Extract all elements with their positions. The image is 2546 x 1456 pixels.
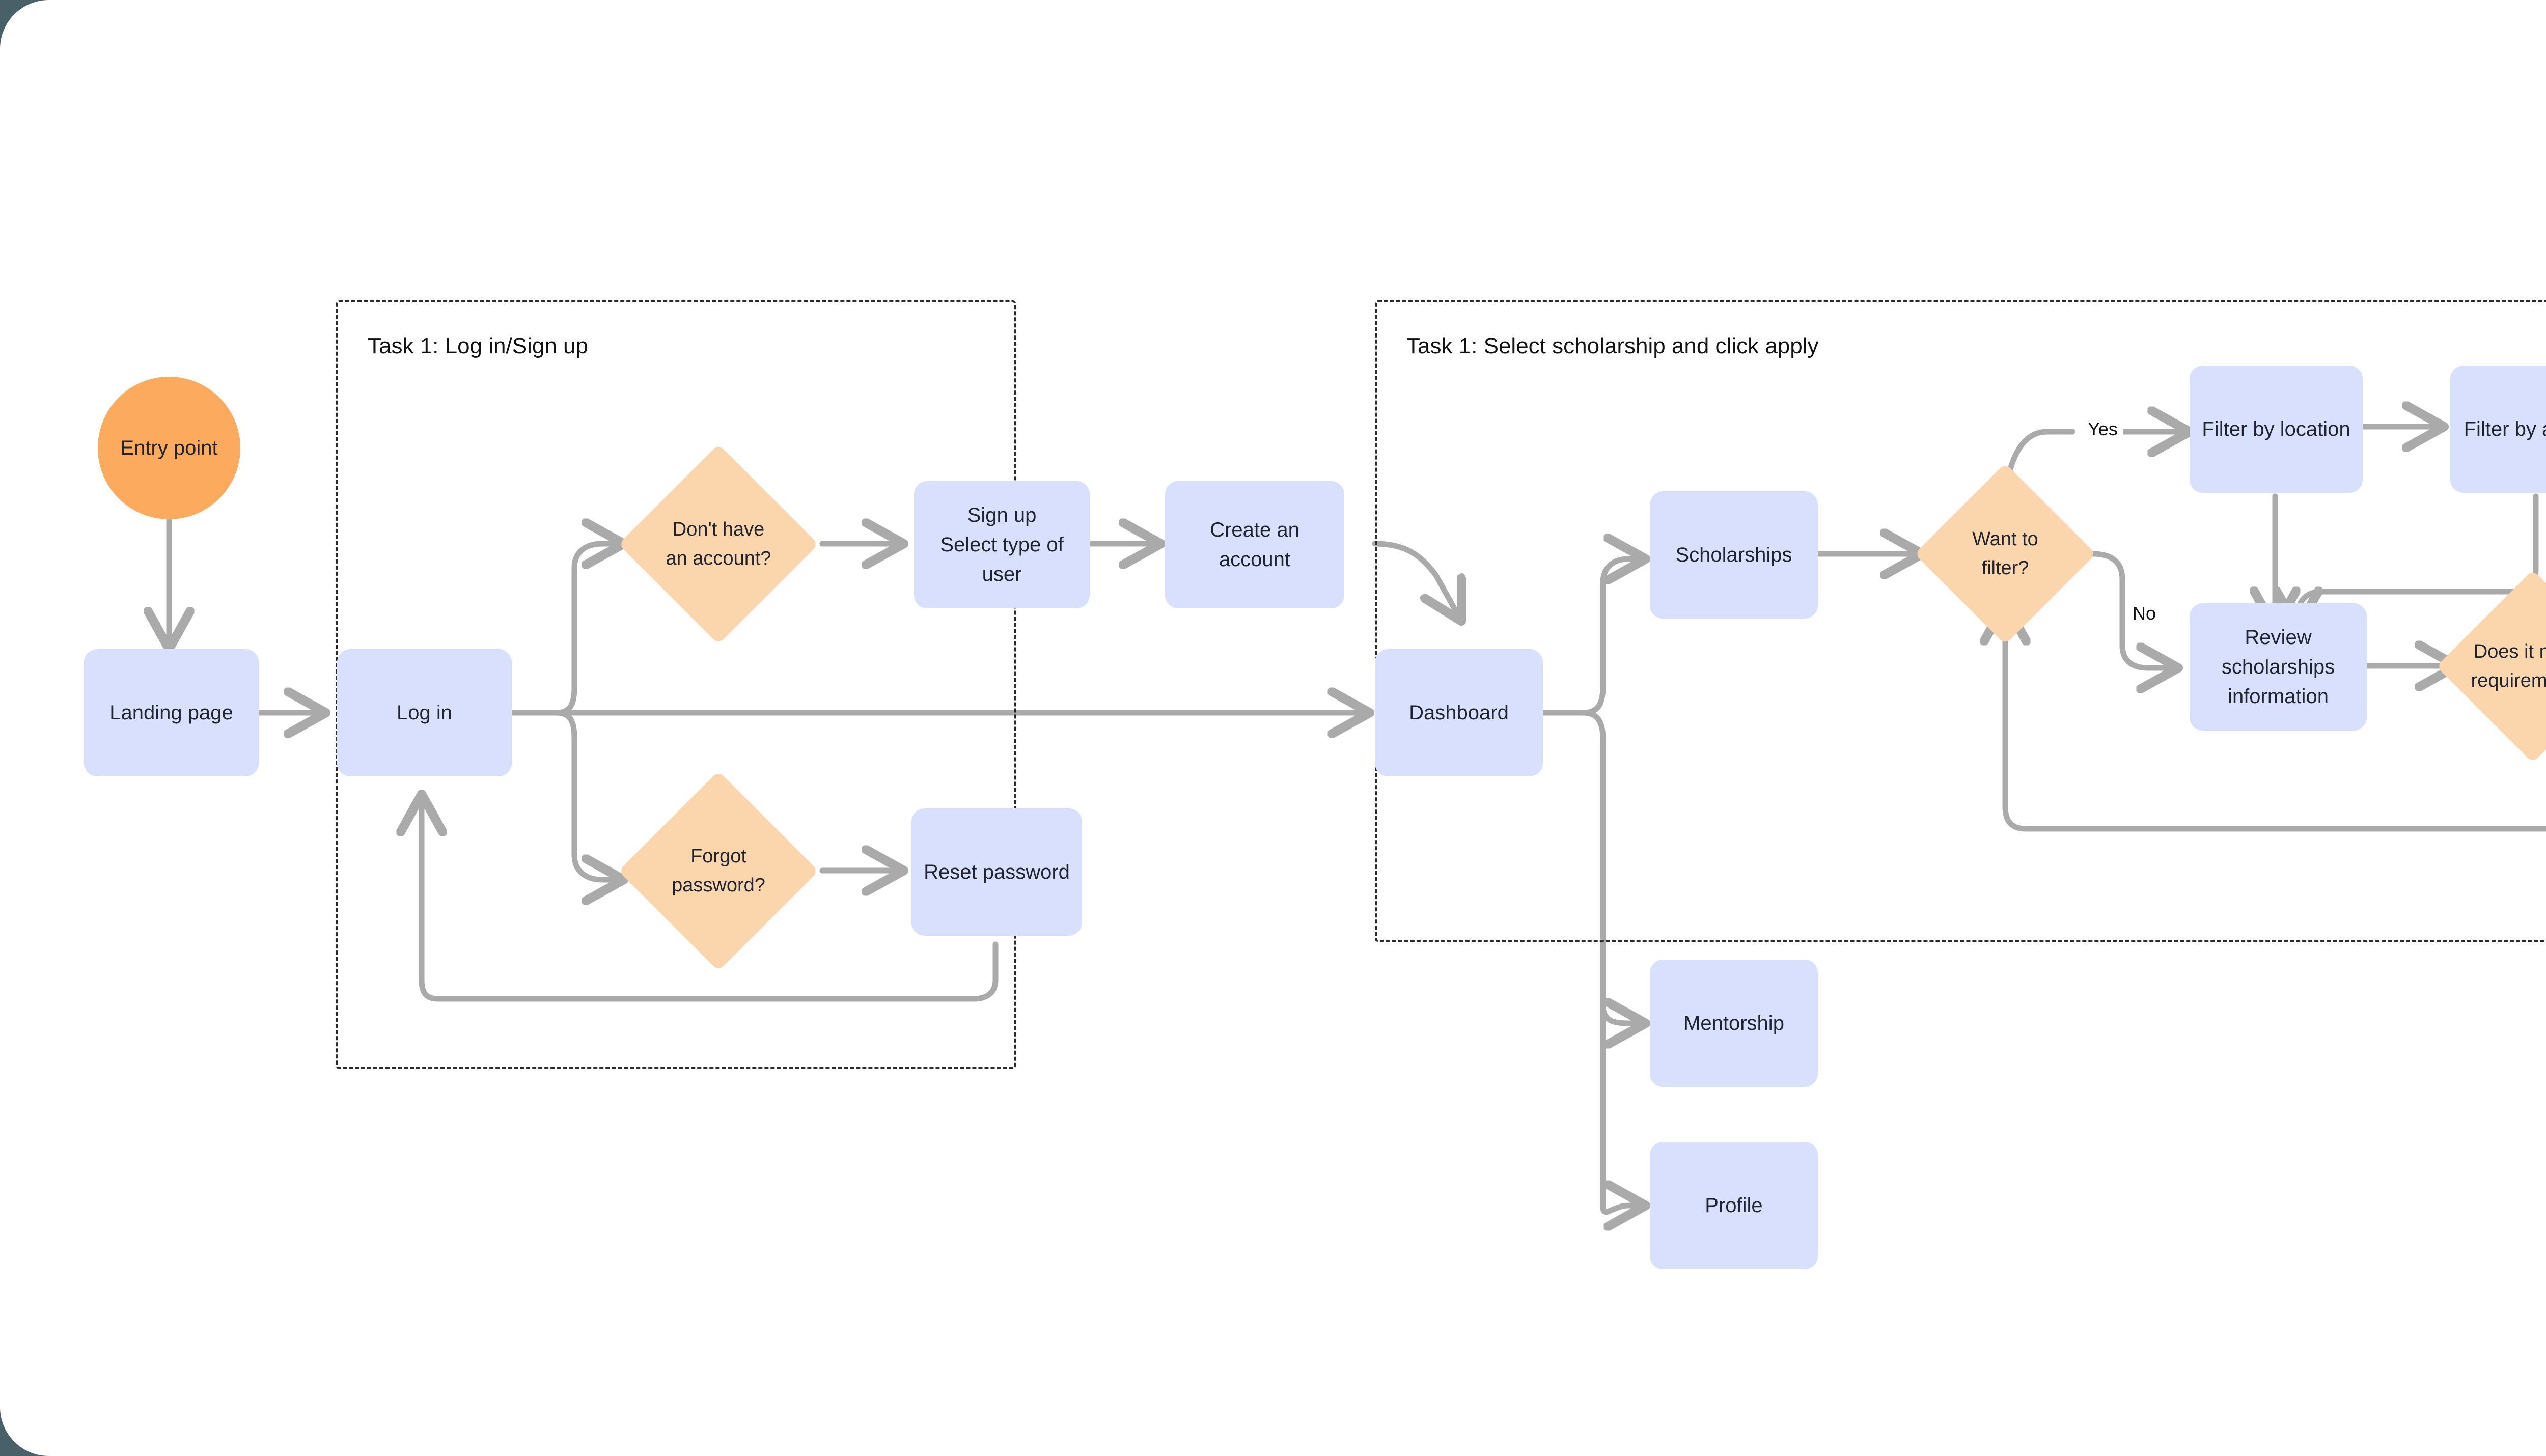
- node-sign-up-line1: Sign up: [967, 504, 1037, 526]
- node-landing-page[interactable]: Landing page: [84, 649, 259, 776]
- match-requirements-line2: requirements?: [2471, 670, 2546, 691]
- node-no-account[interactable]: Don't have an account?: [618, 444, 819, 645]
- node-review-scholarships[interactable]: Review scholarships information: [2190, 603, 2367, 731]
- want-to-filter-line2: filter?: [1981, 557, 2029, 579]
- node-mentorship[interactable]: Mentorship: [1650, 960, 1818, 1087]
- match-requirements-label: Does it match requirements?: [2465, 598, 2546, 735]
- forgot-password-line2: password?: [672, 875, 765, 896]
- group-task-1-title: Task 1: Log in/Sign up: [368, 333, 588, 358]
- node-log-in[interactable]: Log in: [337, 649, 512, 776]
- forgot-password-line1: Forgot: [690, 846, 746, 867]
- node-review-line1: Review: [2245, 626, 2312, 649]
- node-reset-password[interactable]: Reset password: [911, 808, 1082, 936]
- group-task-2-title: Task 1: Select scholarship and click app…: [1406, 333, 1819, 358]
- node-dashboard[interactable]: Dashboard: [1375, 649, 1543, 776]
- node-profile[interactable]: Profile: [1650, 1142, 1818, 1269]
- no-account-label: Don't have an account?: [648, 473, 789, 615]
- want-to-filter-line1: Want to: [1972, 528, 2038, 550]
- forgot-password-label: Forgot password?: [648, 800, 789, 942]
- node-sign-up[interactable]: Sign up Select type of user: [914, 481, 1090, 608]
- node-entry-point[interactable]: Entry point: [98, 377, 240, 519]
- node-filter-by-amount[interactable]: Filter by amount: [2450, 366, 2546, 493]
- node-filter-by-location[interactable]: Filter by location: [2190, 366, 2363, 493]
- edge-label-filter-yes: Yes: [2083, 417, 2123, 441]
- no-account-line2: an account?: [666, 548, 771, 569]
- node-forgot-password[interactable]: Forgot password?: [618, 771, 819, 971]
- want-to-filter-label: Want to filter?: [1941, 490, 2069, 618]
- node-scholarships[interactable]: Scholarships: [1650, 491, 1818, 619]
- edge-label-filter-no: No: [2127, 602, 2162, 625]
- group-task-2: [1375, 300, 2546, 942]
- node-review-line3: information: [2228, 685, 2329, 708]
- node-sign-up-line2: Select type of user: [940, 534, 1064, 585]
- no-account-line1: Don't have: [672, 519, 765, 540]
- match-requirements-line1: Does it match: [2473, 641, 2546, 662]
- node-match-requirements[interactable]: Does it match requirements?: [2436, 570, 2546, 763]
- node-create-account[interactable]: Create an account: [1165, 481, 1344, 608]
- node-review-line2: scholarships: [2221, 656, 2335, 678]
- node-want-to-filter[interactable]: Want to filter?: [1914, 463, 2096, 645]
